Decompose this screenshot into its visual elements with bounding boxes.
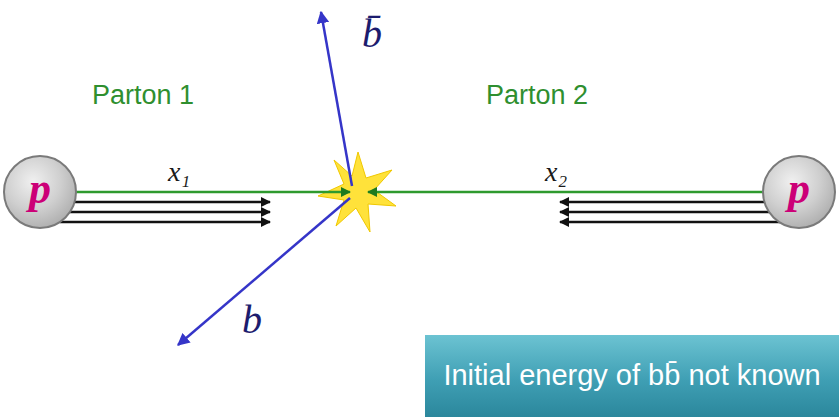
quark-label: b — [242, 300, 262, 340]
parton-line — [70, 191, 350, 194]
proton-circle: p — [3, 155, 77, 229]
note-text: Initial energy of bb̄ not known — [443, 360, 820, 392]
parton-line — [368, 191, 765, 194]
parton-label: Parton 2 — [486, 82, 588, 109]
note-band: Initial energy of bb̄ not known — [425, 335, 839, 417]
proton-circle: p — [762, 155, 836, 229]
momentum-fraction: x₂ — [545, 158, 567, 186]
quark-arrows — [560, 202, 780, 222]
quark-arrows — [60, 202, 270, 222]
parton-label: Parton 1 — [92, 82, 194, 109]
quark-label: b̄ — [362, 14, 382, 54]
momentum-fraction: x₁ — [168, 158, 190, 186]
quark-track — [178, 198, 350, 345]
proton-label: p — [788, 167, 810, 211]
proton-label: p — [29, 167, 51, 211]
quark-track — [321, 12, 352, 186]
